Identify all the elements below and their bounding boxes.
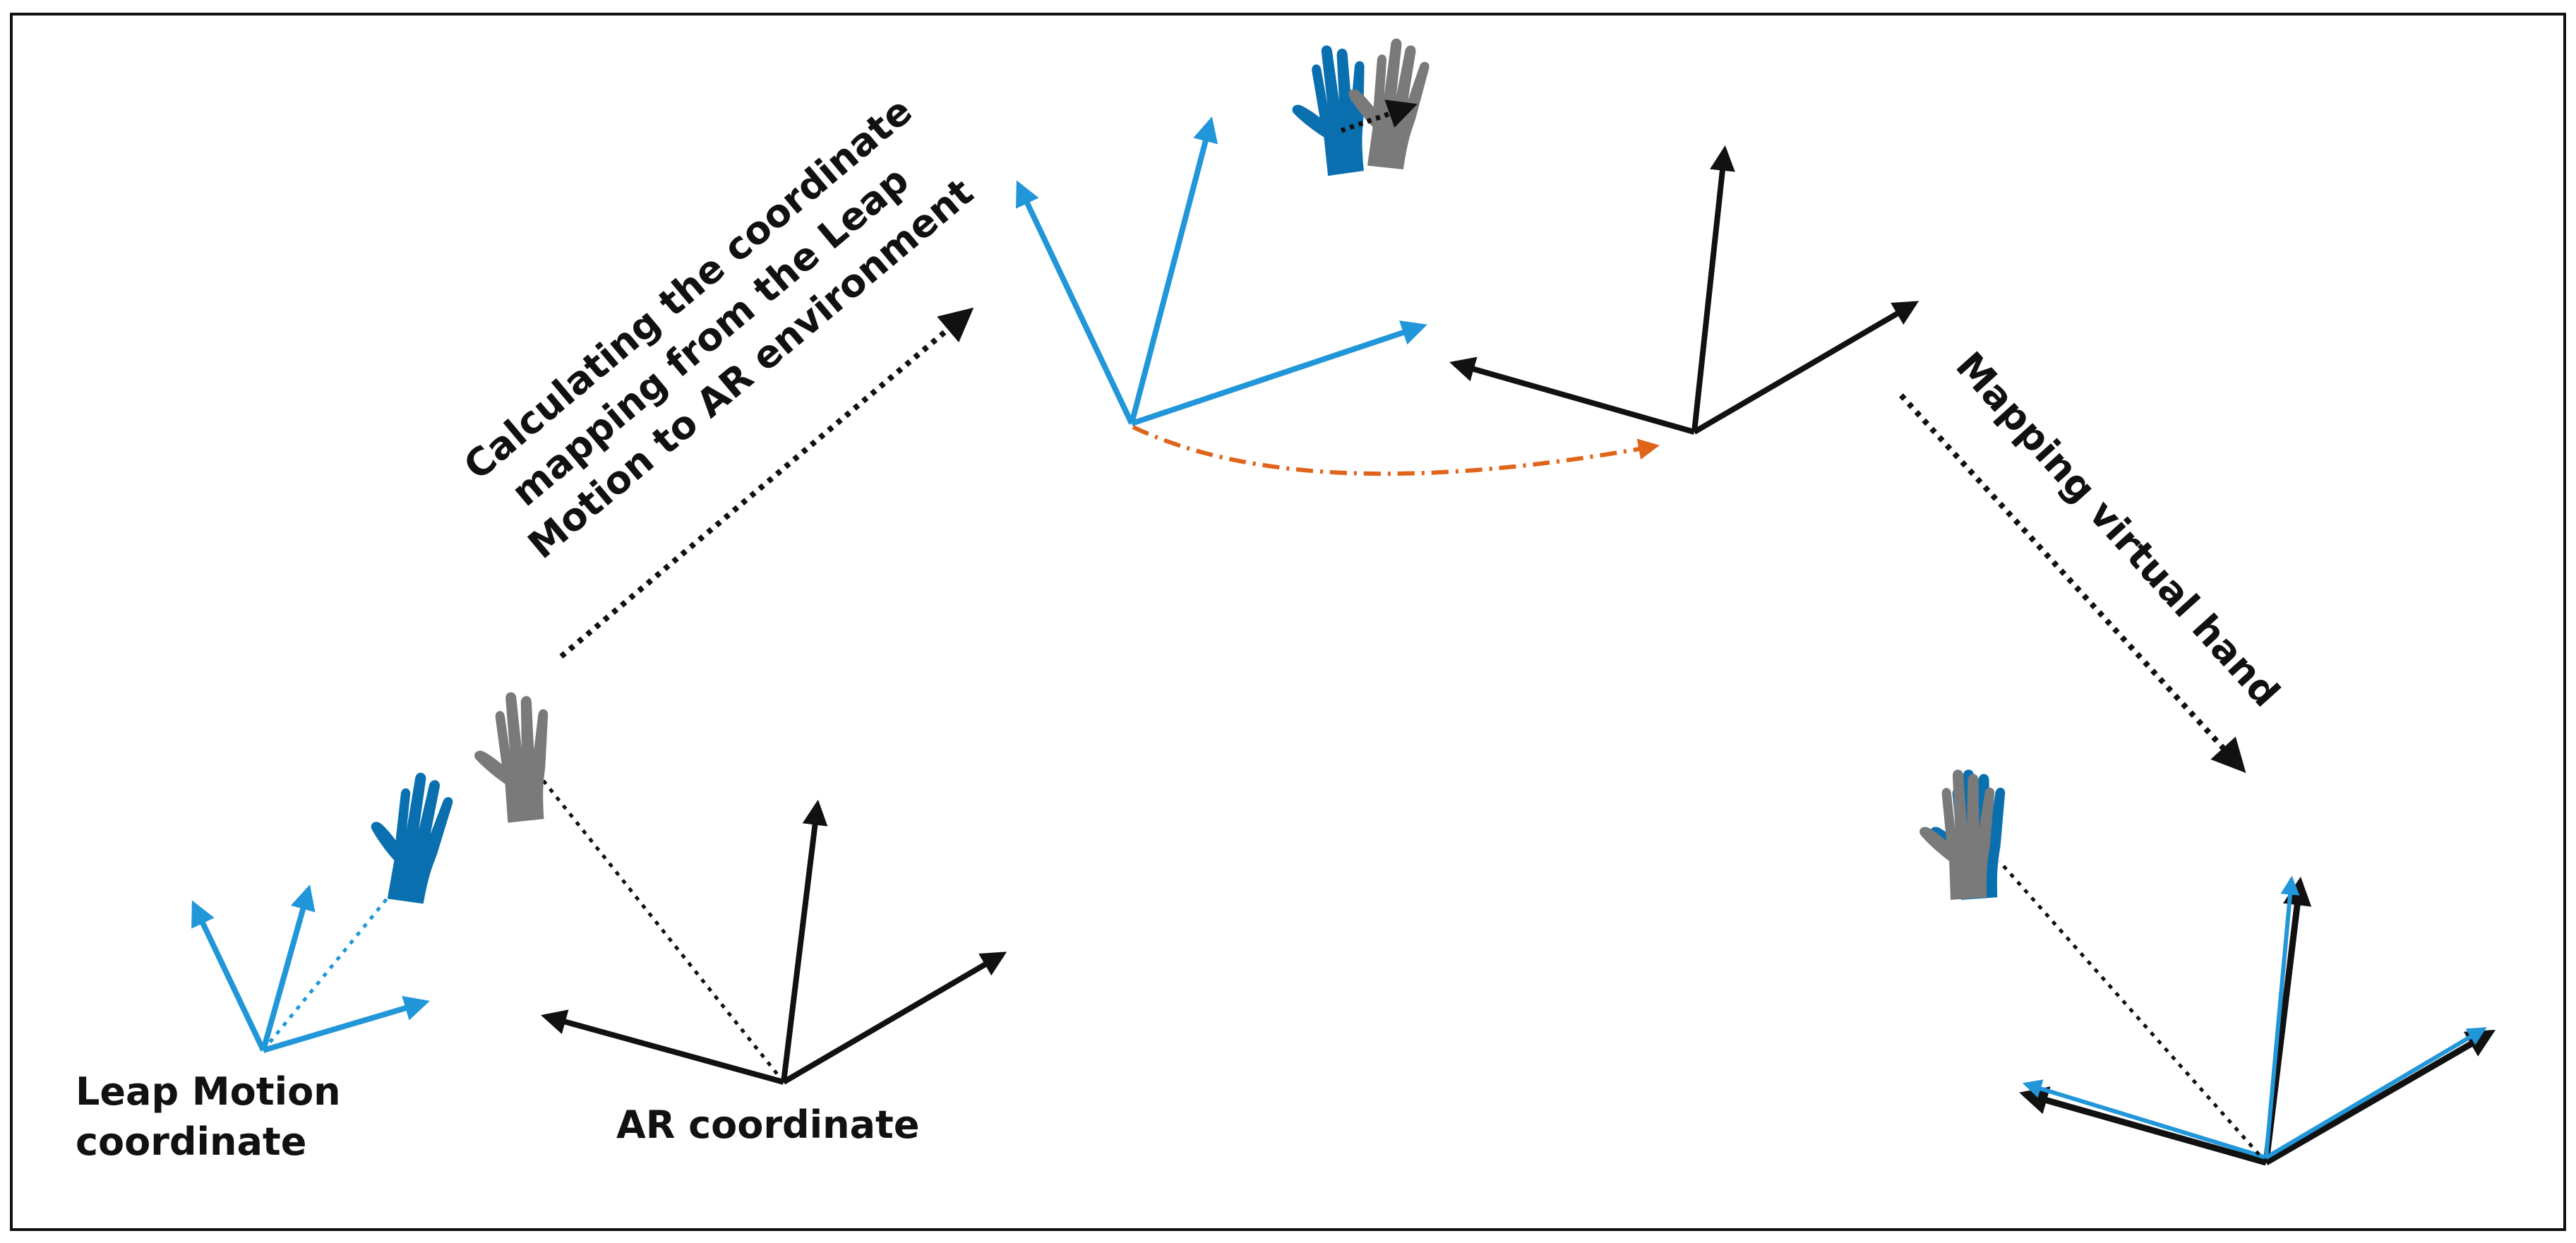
diagram-frame [10,13,2566,1231]
ar-coordinate-label: AR coordinate [616,1103,920,1147]
ar-hand-vector [539,775,785,1083]
mapping-virtual-hand-label: Mapping virtual hand [1947,344,2288,716]
transform-arrow [1132,425,1660,476]
middle-ar-axes [1449,145,1919,435]
calc-mapping-arrow [559,307,974,659]
middle-leap-axes [1016,116,1427,426]
calc-mapping-label: Calculating the coordinate mapping from … [455,80,996,568]
blue-hand-icon [361,767,457,906]
mapping-virtual-hand-arrow [1899,393,2246,774]
leap-motion-axes [191,884,430,1053]
result-leap-axes [2022,875,2487,1160]
gray-hand-icon [468,688,559,826]
leap-motion-label: Leap Motion coordinate [76,1069,354,1164]
ar-axes [541,799,1007,1085]
hand-transfer-arrow [1340,100,1418,133]
result-hand-vector [1998,860,2268,1164]
result-ar-axes [2019,876,2496,1166]
